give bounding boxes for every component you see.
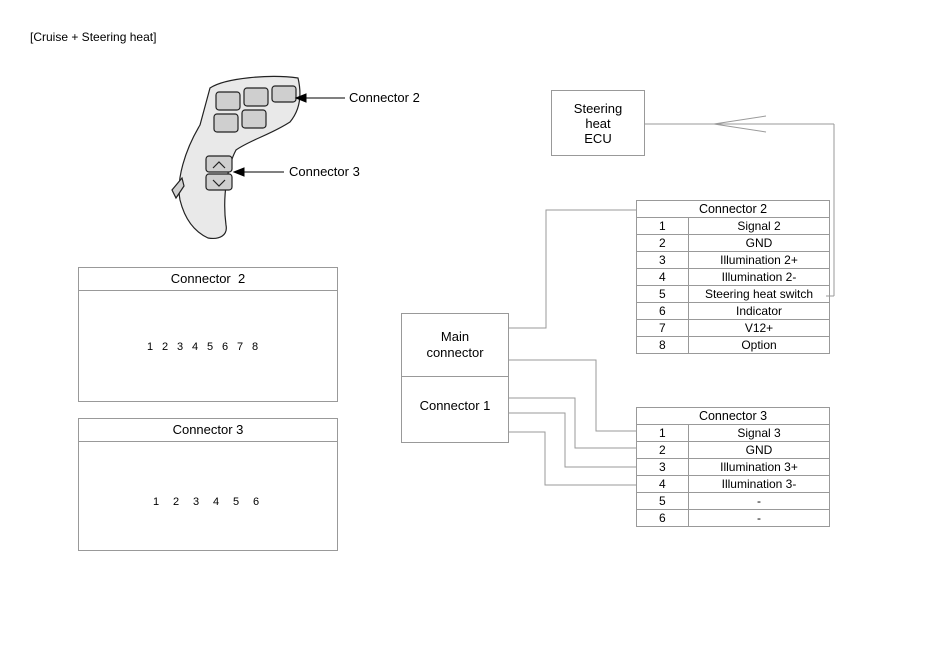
pin-number: 4 (213, 496, 220, 508)
signal-cell: GND (688, 234, 830, 252)
pin-number: 2 (173, 496, 180, 508)
pin-cell: 1 (636, 217, 689, 235)
pin-cell: 3 (636, 458, 689, 476)
pin-cell: 1 (636, 424, 689, 442)
callout-connector3: Connector 3 (289, 164, 360, 179)
pin-number: 4 (192, 341, 199, 353)
signal-cell: Steering heat switch (688, 285, 830, 303)
signal-cell: Illumination 2- (688, 268, 830, 286)
signal-cell: Signal 2 (688, 217, 830, 235)
connector3-table-title: Connector 3 (636, 407, 830, 425)
pin-cell: 7 (636, 319, 689, 337)
ecu-label: Steering heat ECU (573, 101, 623, 146)
pin-number: 6 (222, 341, 229, 353)
pin-cell: 6 (636, 509, 689, 527)
pin-number: 5 (233, 496, 240, 508)
pin-cell: 3 (636, 251, 689, 269)
signal-cell: GND (688, 441, 830, 459)
signal-cell: Option (688, 336, 830, 354)
pin-cell: 5 (636, 492, 689, 510)
pin-number: 7 (237, 341, 244, 353)
pin-cell: 2 (636, 234, 689, 252)
connector2-table-title: Connector 2 (636, 200, 830, 218)
pin-number: 6 (253, 496, 260, 508)
pin-number: 1 (153, 496, 160, 508)
pin-cell: 4 (636, 475, 689, 493)
table-row: 5- (636, 492, 830, 510)
main-connector-label: Main connector (402, 314, 508, 377)
pin-cell: 5 (636, 285, 689, 303)
signal-cell: Signal 3 (688, 424, 830, 442)
signal-cell: - (688, 492, 830, 510)
pin-number: 3 (193, 496, 200, 508)
pin-number: 2 (162, 341, 169, 353)
pin-cell: 2 (636, 441, 689, 459)
main-to-connector2-wire (507, 209, 636, 329)
steering-heat-ecu-box: Steering heat ECU (551, 90, 645, 156)
signal-cell: Illumination 3+ (688, 458, 830, 476)
main-to-connector3-wires (507, 359, 636, 486)
page-title: [Cruise + Steering heat] (30, 30, 157, 44)
pin-cell: 8 (636, 336, 689, 354)
pin-number: 1 (147, 341, 154, 353)
steering-switch-illustration (171, 75, 301, 240)
signal-cell: Illumination 2+ (688, 251, 830, 269)
main-connector-block: Main connector Connector 1 (401, 313, 509, 443)
signal-cell: Indicator (688, 302, 830, 320)
connector3-pinout-title: Connector 3 (79, 419, 337, 442)
signal-cell: Illumination 3- (688, 475, 830, 493)
signal-cell: - (688, 509, 830, 527)
callout-arrows (232, 93, 345, 177)
connector3-pinout-box: Connector 3 (78, 418, 338, 551)
pin-number: 8 (252, 341, 259, 353)
connector2-pinout-box: Connector 2 (78, 267, 338, 402)
ecu-wire (643, 115, 835, 297)
pin-cell: 4 (636, 268, 689, 286)
table-row: 6- (636, 509, 830, 527)
connector1-label: Connector 1 (419, 398, 491, 413)
pin-cell: 6 (636, 302, 689, 320)
signal-cell: V12+ (688, 319, 830, 337)
connector2-pinout-title: Connector 2 (79, 268, 337, 291)
pin-number: 5 (207, 341, 214, 353)
pin-number: 3 (177, 341, 184, 353)
main-connector-text: Main connector (426, 329, 484, 360)
callout-connector2: Connector 2 (349, 90, 420, 105)
